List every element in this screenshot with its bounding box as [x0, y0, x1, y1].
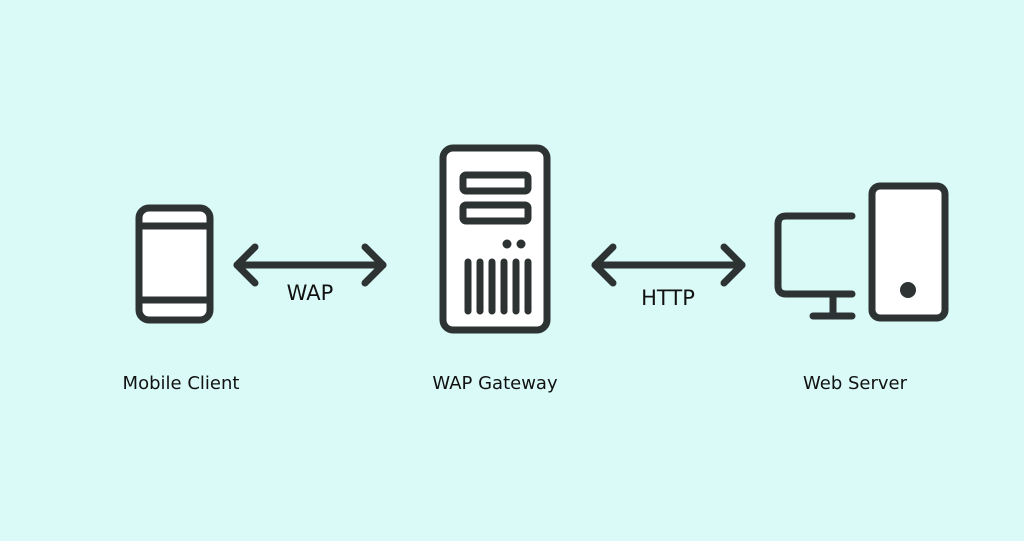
link-label-http: HTTP: [641, 286, 695, 310]
server-tower-icon: [439, 144, 551, 334]
node-label-web-server: Web Server: [803, 373, 907, 394]
mobile-phone-icon: [135, 204, 214, 324]
node-label-mobile-client: Mobile Client: [122, 373, 240, 394]
http-bidirectional-arrow: [591, 243, 746, 287]
node-label-wap-gateway: WAP Gateway: [432, 373, 558, 394]
link-label-wap: WAP: [286, 281, 334, 305]
desktop-computer-icon: [774, 182, 949, 322]
wap-bidirectional-arrow: [233, 243, 387, 287]
